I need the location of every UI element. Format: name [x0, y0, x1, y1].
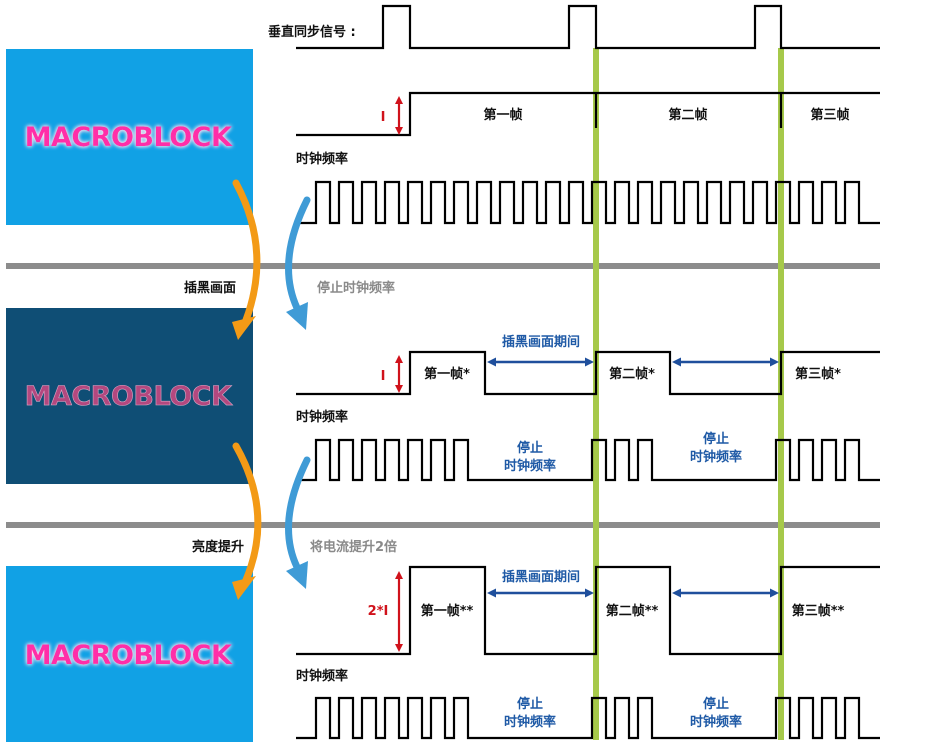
stop-clock-label-2b-line2: 时钟频率 — [690, 449, 742, 465]
orange-transition-arrowhead-icon-2 — [232, 576, 256, 600]
macroblock-logo-dimmed: MACROBLOCK — [25, 381, 233, 412]
frame-label-3-1: 第一帧** — [421, 603, 474, 619]
orange-transition-arrowhead-icon-1 — [232, 316, 256, 340]
clock-waveform-3 — [296, 696, 880, 740]
current-label-3: 2*I — [368, 604, 389, 619]
panel-brightness-boost-background — [6, 566, 253, 742]
frame-waveform-3 — [296, 565, 880, 656]
macroblock-logo-normal: MACROBLOCK — [25, 122, 233, 153]
macroblock-logo-boosted: MACROBLOCK — [25, 640, 233, 671]
stop-clock-label-2a-line2: 时钟频率 — [504, 458, 556, 474]
double-current-caption: 将电流提升2倍 — [310, 539, 397, 555]
frame-label-3-2: 第二帧** — [606, 603, 659, 619]
frame-label-2-1: 第一帧* — [424, 366, 470, 382]
vsync-waveform — [296, 4, 880, 50]
stop-clock-caption: 停止时钟频率 — [317, 280, 395, 296]
blue-transition-arrowhead-icon-2 — [286, 561, 308, 589]
blanking-period-label-2: 插黑画面期间 — [502, 334, 580, 350]
current-label-1: I — [381, 110, 386, 125]
stop-clock-label-3a-line2: 时钟频率 — [504, 714, 556, 730]
panel-normal: MACROBLOCK — [6, 49, 253, 225]
current-label-2: I — [381, 369, 386, 384]
clock-waveform-2 — [296, 438, 880, 482]
vsync-label: 垂直同步信号 : — [268, 24, 356, 40]
clock-label-1: 时钟频率 — [296, 151, 348, 167]
black-insertion-label: 插黑画面 — [184, 280, 236, 296]
clock-label-3: 时钟频率 — [296, 668, 348, 684]
frame-waveform-2 — [296, 350, 880, 396]
panel-black-insertion: MACROBLOCK — [6, 308, 253, 484]
stop-clock-label-3b-line1: 停止 — [703, 696, 729, 712]
frame-label-3-3: 第三帧** — [792, 603, 845, 619]
blue-transition-arrowhead-icon-1 — [286, 302, 308, 330]
clock-label-2: 时钟频率 — [296, 409, 348, 425]
blue-transition-arrow-icon-2 — [285, 456, 311, 571]
clock-waveform-1 — [296, 180, 880, 225]
frame-waveform-1 — [296, 91, 880, 137]
frame-label-1-3: 第三帧 — [810, 107, 849, 123]
stop-clock-label-2b-line1: 停止 — [703, 431, 729, 447]
frame-label-1-2: 第二帧 — [668, 107, 707, 123]
frame-label-1-1: 第一帧 — [483, 107, 522, 123]
panel-black-insertion-background — [6, 308, 253, 484]
orange-transition-arrow-icon-2 — [232, 442, 262, 584]
stop-clock-label-3a-line1: 停止 — [517, 696, 543, 712]
stop-clock-label-3b-line2: 时钟频率 — [690, 714, 742, 730]
blue-transition-arrow-icon-1 — [285, 196, 311, 312]
orange-transition-arrow-icon-1 — [232, 179, 261, 324]
stop-clock-label-2a-line1: 停止 — [517, 440, 543, 456]
frame-label-2-3: 第三帧* — [795, 366, 841, 382]
frame-label-2-2: 第二帧* — [609, 366, 655, 382]
blanking-period-label-3: 插黑画面期间 — [502, 569, 580, 585]
panel-normal-background — [6, 49, 253, 225]
brightness-boost-label: 亮度提升 — [192, 539, 244, 555]
panel-brightness-boost: MACROBLOCK — [6, 566, 253, 742]
